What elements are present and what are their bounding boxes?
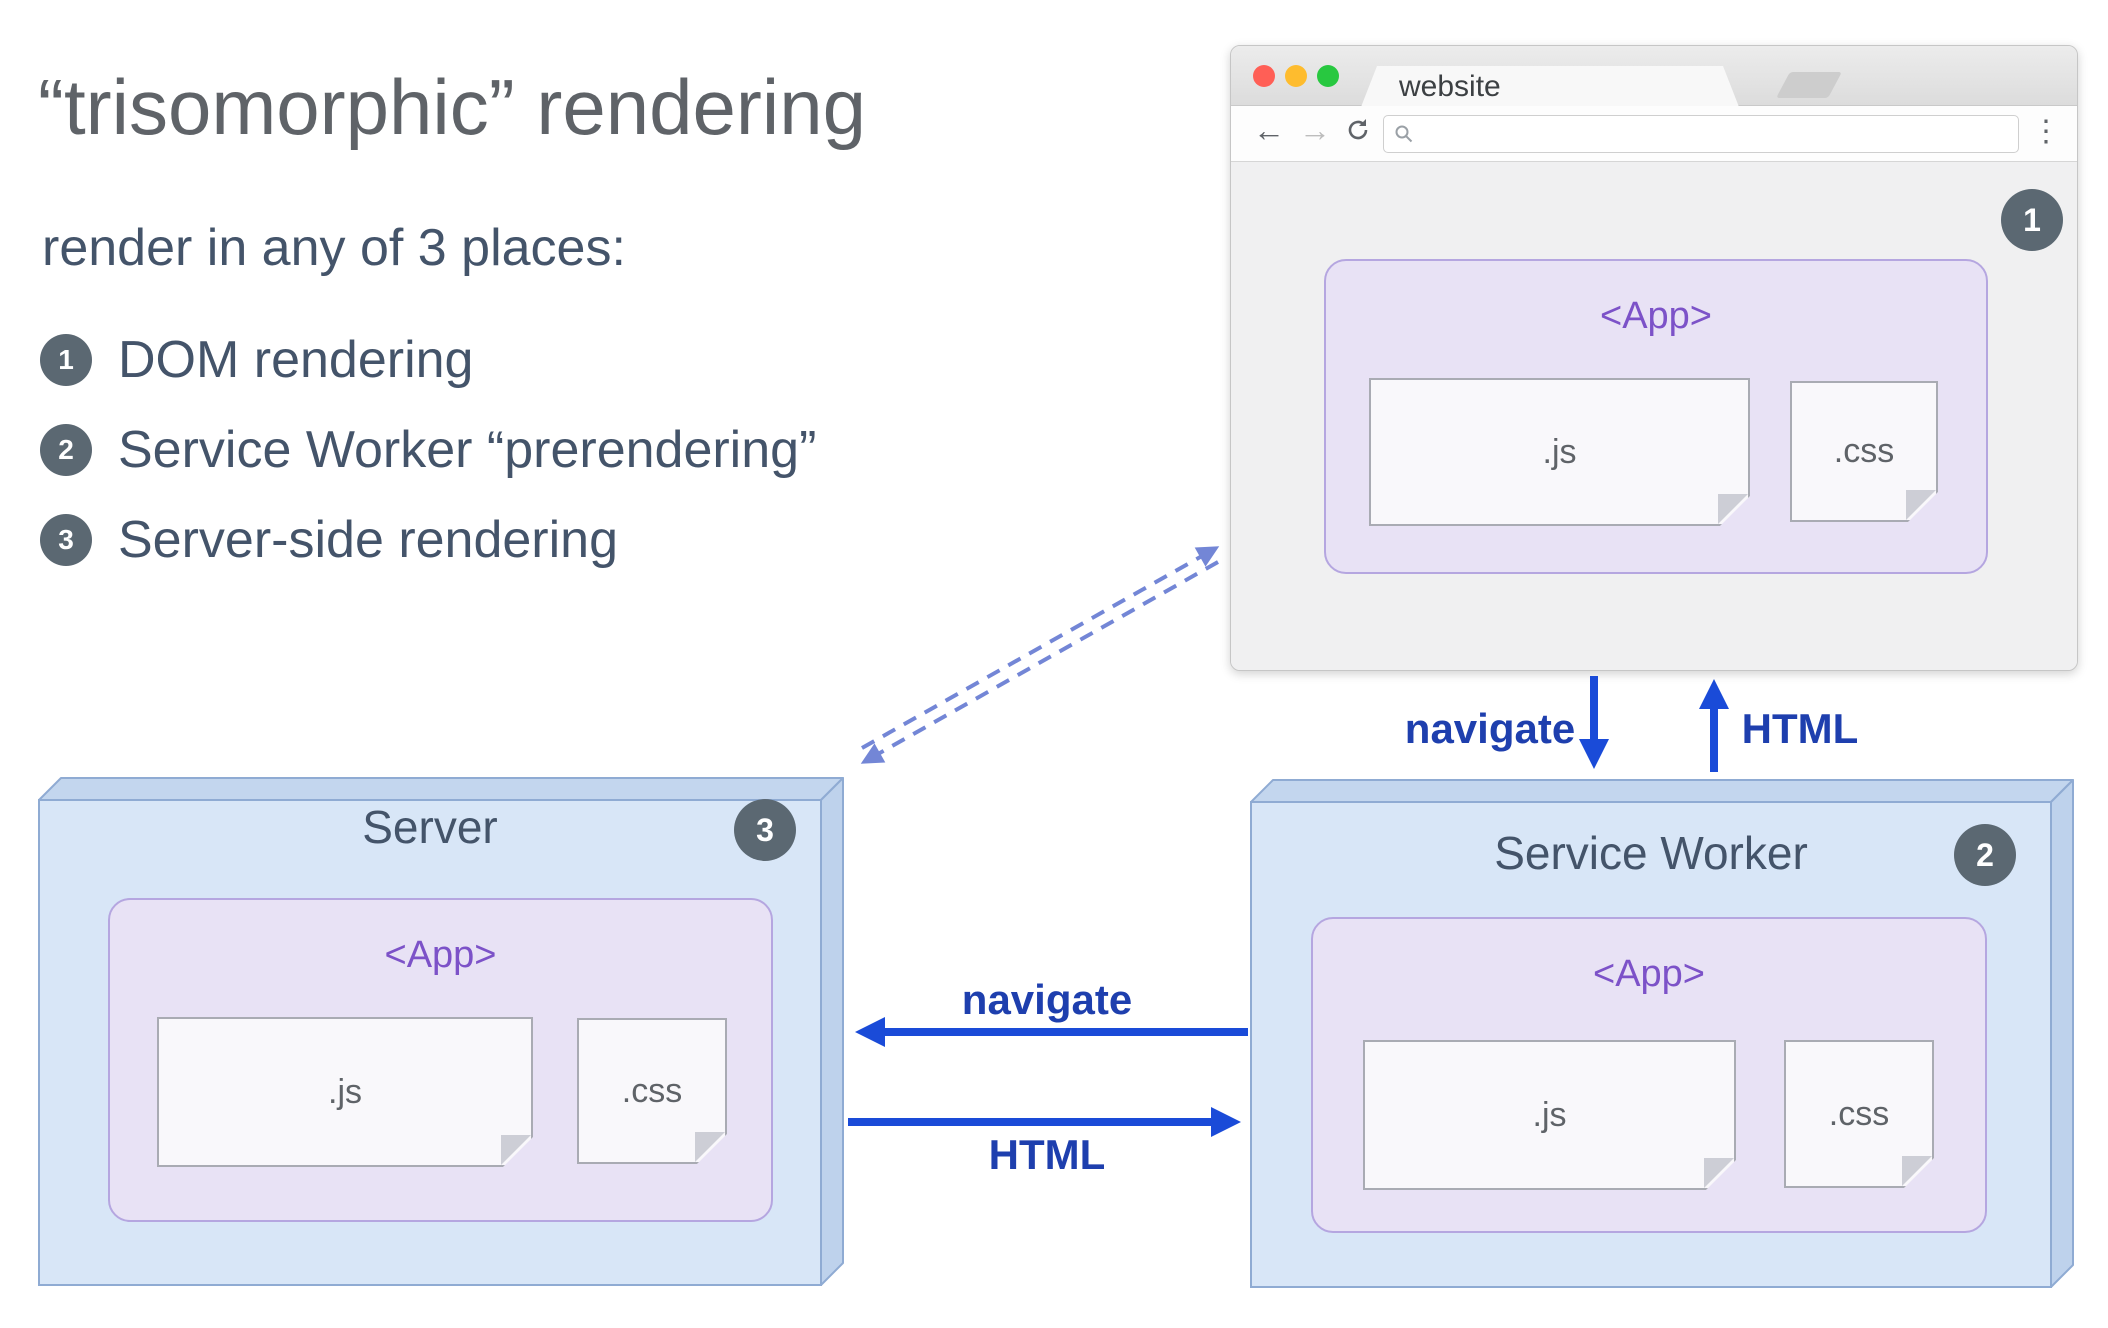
legend-label: Service Worker “prerendering”	[118, 421, 817, 479]
server-title: Server	[362, 801, 498, 853]
forward-icon: →	[1299, 112, 1331, 148]
css-file-icon: .css	[1784, 1040, 1934, 1188]
css-file-icon: .css	[577, 1018, 727, 1164]
page-fold-icon	[1906, 490, 1936, 520]
css-file-icon: .css	[1790, 381, 1938, 522]
js-file-label: .js	[1532, 1095, 1567, 1134]
navigate-down-label: navigate	[1404, 705, 1576, 752]
reload-icon	[1345, 114, 1371, 151]
js-file-icon: .js	[157, 1017, 533, 1167]
dashed-arrow-to-browser	[861, 546, 1220, 750]
legend-item-server-side: 3 Server-side rendering	[40, 510, 816, 570]
server-badge: 3	[734, 799, 796, 861]
legend-item-dom: 1 DOM rendering	[40, 330, 816, 390]
page-title: “trisomorphic” rendering	[38, 63, 866, 151]
service-worker-app-box: <App> .js .css	[1311, 917, 1987, 1233]
page-fold-icon	[501, 1135, 531, 1165]
page-fold-icon	[1718, 494, 1748, 524]
js-file-label: .js	[1542, 432, 1577, 471]
badge-2-icon: 2	[40, 424, 92, 476]
page-fold-icon	[1902, 1156, 1932, 1186]
browser-titlebar: website	[1231, 46, 2077, 106]
back-icon: ←	[1253, 112, 1285, 148]
new-tab-icon	[1776, 72, 1842, 98]
page-fold-icon	[695, 1132, 725, 1162]
menu-dots-icon: ⋮	[2031, 115, 2061, 148]
js-file-icon: .js	[1369, 378, 1750, 526]
navigate-left-label: navigate	[961, 976, 1133, 1023]
js-file-label: .js	[328, 1072, 362, 1111]
page-fold-icon	[1704, 1158, 1734, 1188]
legend-item-service-worker: 2 Service Worker “prerendering”	[40, 420, 816, 480]
legend-list: 1 DOM rendering 2 Service Worker “preren…	[40, 330, 816, 570]
html-up-label: HTML	[1741, 705, 1859, 752]
server-app-box: <App> .js .css	[108, 898, 773, 1222]
css-file-label: .css	[1833, 432, 1895, 470]
close-window-icon	[1253, 65, 1275, 87]
dom-rendering-badge: 1	[2001, 189, 2063, 251]
service-worker-badge: 2	[1954, 824, 2016, 886]
app-label: <App>	[1593, 953, 1705, 995]
app-label: <App>	[384, 934, 497, 976]
css-file-label: .css	[621, 1071, 683, 1110]
css-file-label: .css	[1828, 1094, 1890, 1133]
badge-1-icon: 1	[40, 334, 92, 386]
dashed-arrow-to-server	[860, 560, 1219, 764]
service-worker-title: Service Worker	[1494, 827, 1808, 879]
html-right-label: HTML	[988, 1131, 1106, 1178]
minimize-window-icon	[1285, 65, 1307, 87]
badge-3-icon: 3	[40, 514, 92, 566]
browser-addressbar: ← → ⋮	[1231, 106, 2077, 162]
maximize-window-icon	[1317, 65, 1339, 87]
url-field	[1383, 115, 2019, 153]
page-subtitle: render in any of 3 places:	[42, 219, 626, 277]
legend-label: DOM rendering	[118, 331, 474, 389]
browser-tab: website	[1361, 66, 1739, 107]
tab-title: website	[1399, 69, 1501, 103]
app-label: <App>	[1600, 295, 1712, 337]
legend-label: Server-side rendering	[118, 511, 619, 569]
search-icon	[1395, 125, 1413, 143]
browser-app-box: <App> .js .css	[1324, 259, 1988, 574]
js-file-icon: .js	[1363, 1040, 1736, 1190]
